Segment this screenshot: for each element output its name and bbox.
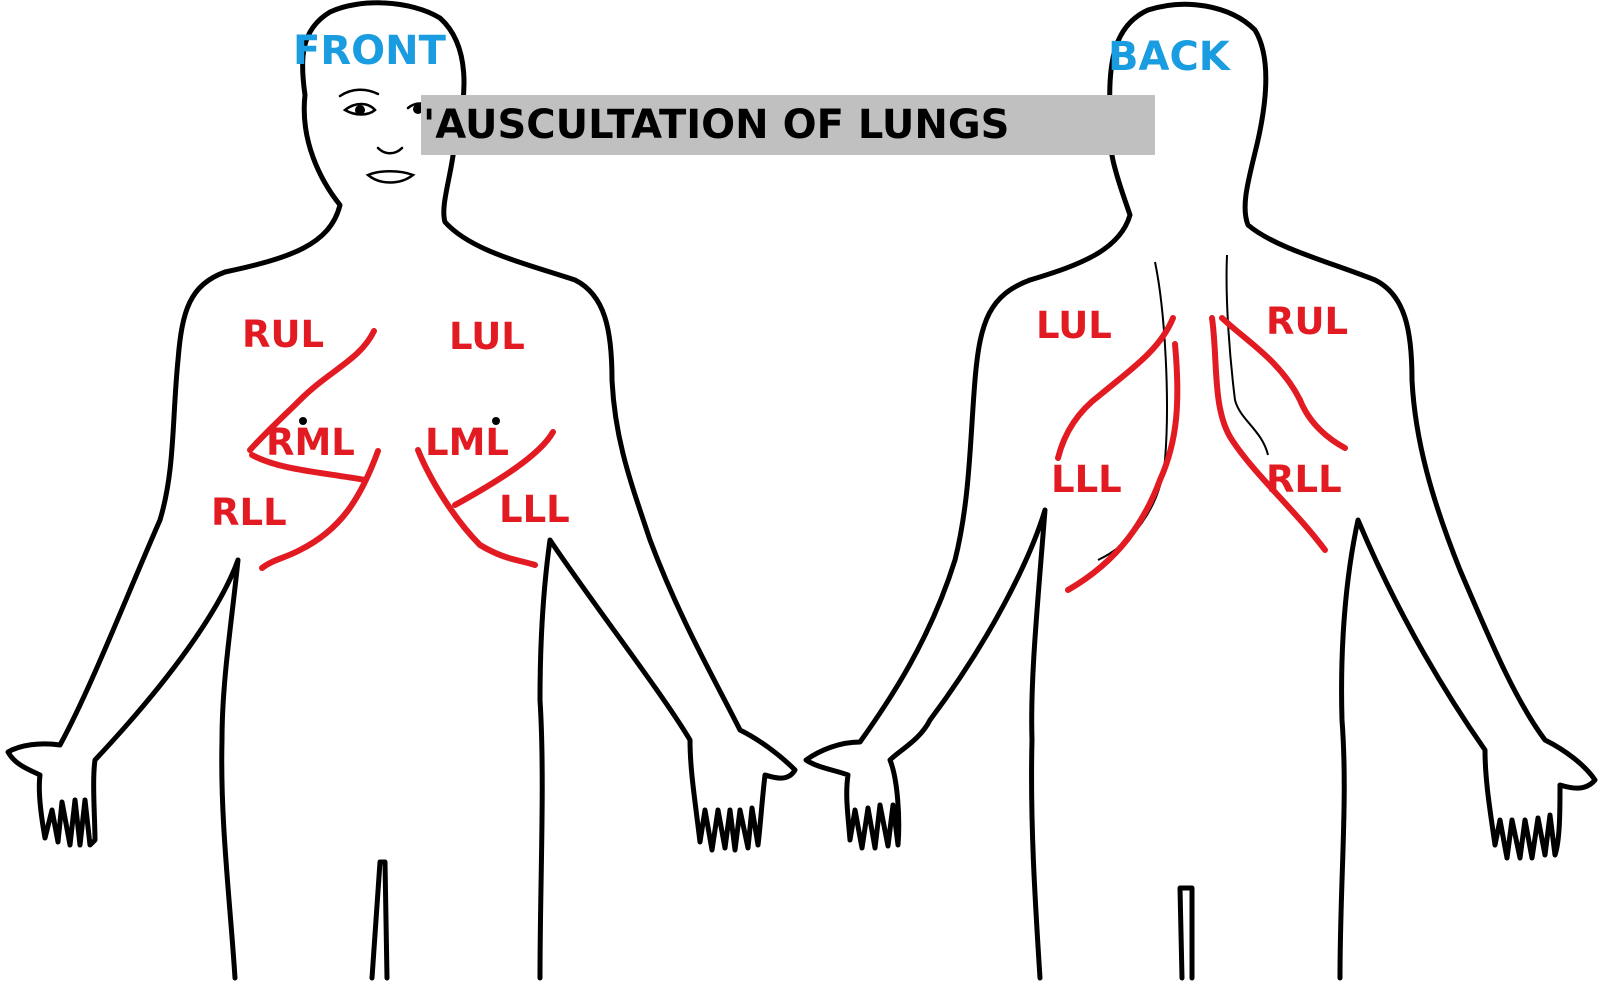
- back-lll-label: LLL: [1051, 458, 1122, 501]
- back-right-lower-border: [1209, 315, 1328, 553]
- back-right-oblique-fissure: [1219, 315, 1348, 451]
- front-left-nipple: [492, 417, 500, 425]
- back-body-outline: [803, 1, 1598, 981]
- front-figure: [5, 0, 798, 981]
- front-rul-label: RUL: [242, 313, 324, 356]
- back-lobe-lines: [1055, 315, 1348, 593]
- back-lul-label: LUL: [1036, 304, 1112, 347]
- front-mouth: [365, 170, 416, 184]
- front-lul-label: LUL: [449, 315, 525, 358]
- back-rll-label: RLL: [1266, 458, 1342, 501]
- front-left-oblique-fissure: [452, 429, 556, 508]
- front-left-lower-border: [415, 447, 538, 568]
- back-view-label: BACK: [1108, 34, 1232, 80]
- front-right-nipple: [299, 417, 307, 425]
- page-title: 'AUSCULTATION OF LUNGS: [423, 102, 1009, 148]
- front-rll-label: RLL: [211, 491, 287, 534]
- back-spine-right: [1225, 254, 1269, 456]
- front-lll-label: LLL: [499, 488, 570, 531]
- front-left-eye: [342, 102, 377, 116]
- front-view-label: FRONT: [293, 28, 447, 74]
- front-lobe-lines: [247, 328, 556, 571]
- front-right-pupil: [413, 104, 423, 114]
- back-left-oblique-fissure: [1055, 315, 1176, 461]
- back-rul-label: RUL: [1266, 300, 1348, 343]
- front-rml-label: RML: [266, 421, 355, 464]
- front-right-lower-border: [259, 448, 381, 571]
- front-left-pupil: [355, 105, 365, 115]
- front-right-horizontal-fissure: [249, 452, 368, 483]
- front-left-brow: [338, 88, 380, 98]
- title-banner: [421, 95, 1155, 155]
- front-body-outline: [5, 0, 798, 981]
- front-lml-label: LML: [425, 421, 509, 464]
- front-right-oblique-fissure: [247, 328, 377, 453]
- back-left-lower-border: [1065, 341, 1181, 593]
- front-nose: [376, 146, 404, 155]
